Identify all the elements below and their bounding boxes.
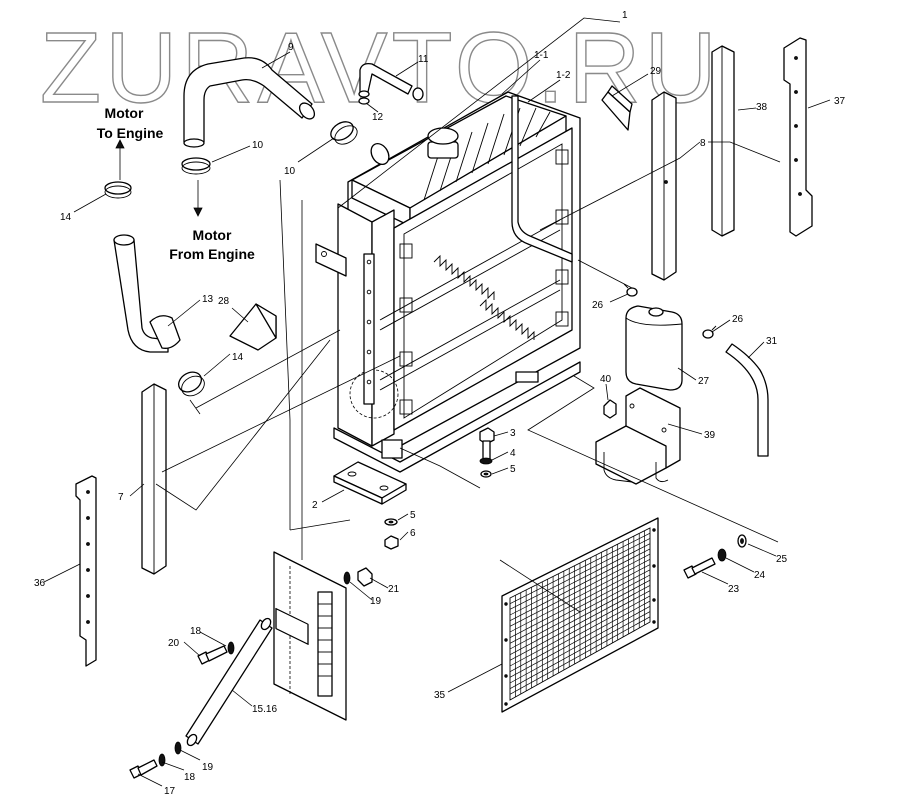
washer-part-18-upper	[227, 641, 235, 655]
callout-9: 9	[288, 42, 294, 53]
callout-labels: 1 1-1 1-2 9 10 10 11 12 14 13 28 14 29 8…	[34, 10, 846, 797]
foam-strip-part-7	[141, 383, 167, 575]
callout-24: 24	[754, 570, 766, 581]
callout-10-right: 10	[284, 166, 296, 177]
hose-clamp-part-14-upper	[104, 181, 132, 199]
callout-18-lower: 18	[184, 772, 196, 783]
plug-part-12	[358, 97, 370, 105]
wedge-block-part-29	[601, 85, 633, 131]
callout-12: 12	[372, 112, 384, 123]
to-engine-line2: To Engine	[97, 125, 164, 141]
callout-7: 7	[118, 492, 124, 503]
washer-part-4	[479, 457, 493, 465]
radiator-assembly-part-1	[315, 91, 581, 473]
callout-31: 31	[766, 336, 778, 347]
callout-35: 35	[434, 690, 446, 701]
callout-11: 11	[418, 54, 429, 65]
nut-part-21	[357, 567, 373, 587]
callout-19-upper: 19	[370, 596, 382, 607]
callout-21: 21	[388, 584, 400, 595]
bolt-part-17	[129, 759, 158, 779]
bolt-part-3	[479, 427, 495, 460]
callout-5-lower: 5	[410, 510, 416, 521]
callout-26-left: 26	[592, 300, 604, 311]
bolt-part-23	[683, 557, 716, 579]
callout-38: 38	[756, 102, 768, 113]
callout-23: 23	[728, 584, 740, 595]
wedge-block-part-28	[229, 303, 277, 351]
callout-8: 8	[700, 138, 706, 149]
hose-clamp-part-26-upper	[623, 283, 638, 297]
callout-28: 28	[218, 296, 230, 307]
bolt-part-20	[197, 645, 228, 665]
flow-arrow-from-engine	[193, 180, 203, 217]
foam-strip-part-38	[711, 45, 735, 237]
flow-label-to-engine: Motor To Engine	[97, 105, 164, 141]
to-engine-line1: Motor	[105, 105, 144, 121]
callout-26-right: 26	[732, 314, 744, 325]
callout-39: 39	[704, 430, 716, 441]
callout-37: 37	[834, 96, 846, 107]
seal-strip-part-36	[75, 475, 97, 667]
callout-15-16: 15.16	[252, 704, 277, 715]
vent-pipe-part-11	[358, 62, 424, 101]
callout-1-2: 1-2	[556, 70, 571, 81]
leader-lines	[43, 17, 831, 787]
callout-19-lower: 19	[202, 762, 214, 773]
callout-13: 13	[202, 294, 214, 305]
nut-part-6	[384, 535, 399, 550]
callout-10-left: 10	[252, 140, 264, 151]
overflow-hose-part-31	[725, 343, 769, 457]
callout-3: 3	[510, 428, 516, 439]
flow-arrow-to-engine	[115, 139, 125, 180]
callout-1-1: 1-1	[534, 50, 549, 61]
callout-25: 25	[776, 554, 788, 565]
mounting-plate-part-2	[333, 461, 407, 505]
hose-clamp-part-26-lower	[702, 325, 717, 339]
washer-part-19-lower	[174, 741, 182, 755]
callout-17: 17	[164, 786, 176, 797]
side-panel-plate	[273, 551, 347, 721]
washer-part-5-lower	[384, 518, 398, 526]
callout-2: 2	[312, 500, 318, 511]
callout-1: 1	[622, 10, 628, 21]
callout-18-upper: 18	[190, 626, 202, 637]
hose-clamp-part-10-left	[181, 157, 211, 175]
bolt-part-40	[603, 399, 617, 419]
hose-clamp-part-10-right	[330, 121, 358, 145]
mesh-grille-part-35	[501, 517, 659, 713]
washer-part-18-lower	[158, 753, 166, 767]
flow-label-from-engine: Motor From Engine	[169, 227, 255, 262]
expansion-tank-part-27	[625, 305, 683, 391]
callout-14-upper: 14	[60, 212, 72, 223]
callout-4: 4	[510, 448, 516, 459]
callout-5-upper: 5	[510, 464, 516, 475]
washer-part-19-upper	[343, 571, 351, 585]
callout-40: 40	[600, 374, 612, 385]
washer-part-24	[717, 548, 727, 562]
from-engine-line1: Motor	[193, 227, 232, 243]
tank-bracket-part-39	[595, 387, 681, 485]
callout-27: 27	[698, 376, 710, 387]
upper-hose-part-9	[183, 57, 316, 148]
callout-29: 29	[650, 66, 662, 77]
washer-part-25	[737, 534, 747, 548]
lower-hose-part-13	[113, 234, 181, 353]
seal-strip-part-37	[783, 37, 813, 237]
from-engine-line2: From Engine	[169, 246, 255, 262]
hose-clamp-part-14-lower	[178, 371, 205, 397]
foam-strip-part-8	[651, 91, 677, 281]
stay-rod-part-15-16	[185, 617, 273, 747]
callout-36: 36	[34, 578, 46, 589]
washer-part-5-upper	[480, 470, 492, 478]
callout-6: 6	[410, 528, 416, 539]
callout-14-lower: 14	[232, 352, 244, 363]
callout-20: 20	[168, 638, 180, 649]
